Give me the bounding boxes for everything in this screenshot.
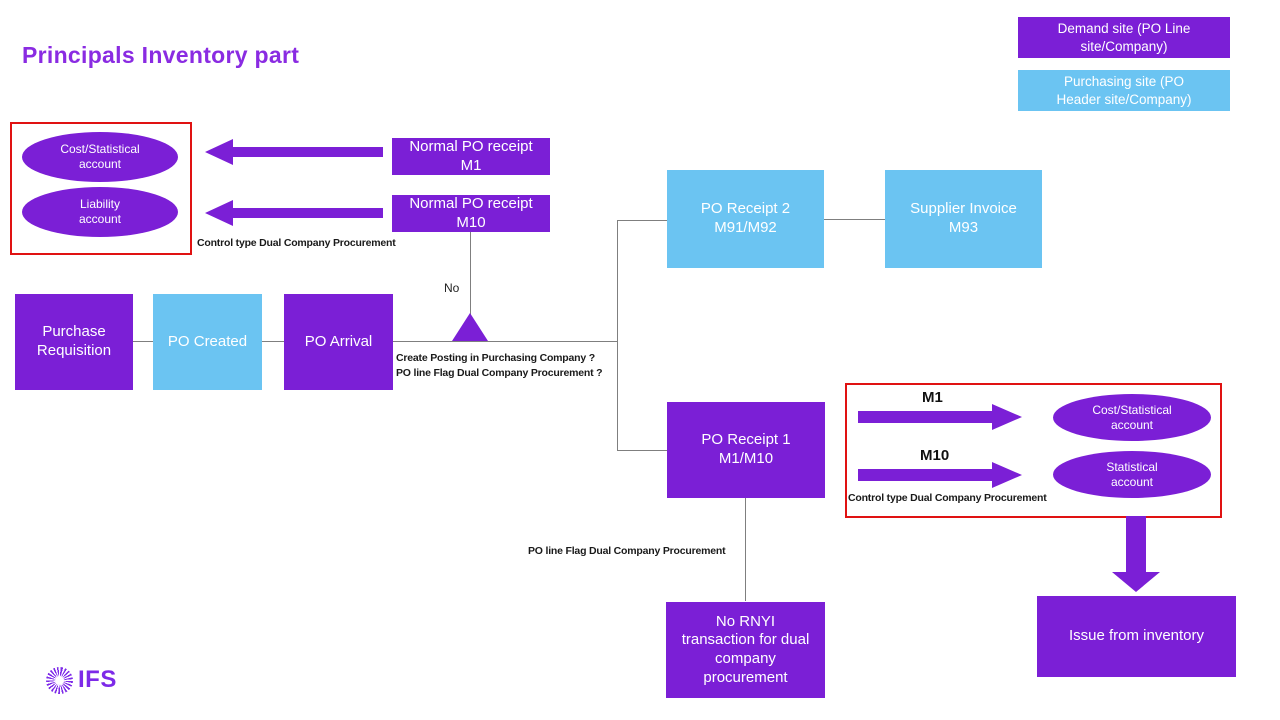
cost-statistical-account-ellipse: Cost/Statistical account: [22, 132, 178, 182]
po-arrival-box: PO Arrival: [284, 294, 393, 390]
normal-po-receipt-m10-box: Normal PO receipt M10: [392, 195, 550, 232]
connector-to-po-receipt1: [617, 450, 667, 451]
connector-branch-vertical: [617, 220, 618, 450]
issue-from-inventory-box: Issue from inventory: [1037, 596, 1236, 677]
connector-arrival-to-branch: [393, 341, 617, 342]
no-rnyi-box: No RNYI transaction for dual company pro…: [666, 602, 825, 698]
right-accounts-frame: [845, 383, 1222, 518]
connector-receipt1-to-rnyi: [745, 498, 746, 601]
left-control-type-caption: Control type Dual Company Procurement: [197, 237, 396, 249]
ifs-logo: IFS: [46, 666, 117, 694]
supplier-invoice-box: Supplier Invoice M93: [885, 170, 1042, 268]
arrow-to-liability-account: [205, 200, 383, 226]
connector-to-po-receipt2: [617, 220, 667, 221]
decision-no-label: No: [444, 281, 460, 295]
purchase-requisition-box: Purchase Requisition: [15, 294, 133, 390]
ifs-logo-text: IFS: [78, 666, 117, 693]
decision-triangle: [452, 313, 488, 341]
legend-purchasing-site: Purchasing site (PO Header site/Company): [1018, 70, 1230, 111]
po-created-box: PO Created: [153, 294, 262, 390]
statistical-account-ellipse: Statistical account: [1053, 451, 1211, 498]
m10-arrow-label: M10: [920, 447, 950, 464]
left-accounts-frame: [10, 122, 192, 255]
connector-created-to-arrival: [262, 341, 284, 342]
page-title: Principals Inventory part: [22, 42, 300, 68]
decision-question-label: Create Posting in Purchasing Company ? P…: [396, 352, 603, 380]
arrow-m1-to-cost-account: [858, 404, 1022, 430]
right-cost-statistical-account-ellipse: Cost/Statistical account: [1053, 394, 1211, 441]
arrow-m10-to-statistical-account: [858, 462, 1022, 488]
m1-arrow-label: M1: [922, 389, 943, 406]
legend-demand-site: Demand site (PO Line site/Company): [1018, 17, 1230, 58]
po-receipt2-box: PO Receipt 2 M91/M92: [667, 170, 824, 268]
arrow-down-to-issue: [1112, 516, 1160, 592]
right-control-type-caption: Control type Dual Company Procurement: [848, 492, 1047, 504]
connector-receipt2-to-invoice: [824, 219, 885, 220]
po-line-flag-label: PO line Flag Dual Company Procurement: [528, 545, 726, 557]
connector-req-to-created: [133, 341, 153, 342]
po-receipt1-box: PO Receipt 1 M1/M10: [667, 402, 825, 498]
arrow-to-cost-account: [205, 139, 383, 165]
normal-po-receipt-m1-box: Normal PO receipt M1: [392, 138, 550, 175]
connector-m10-to-decision: [470, 232, 471, 341]
liability-account-ellipse: Liability account: [22, 187, 178, 237]
ifs-swirl-icon: [46, 666, 73, 694]
